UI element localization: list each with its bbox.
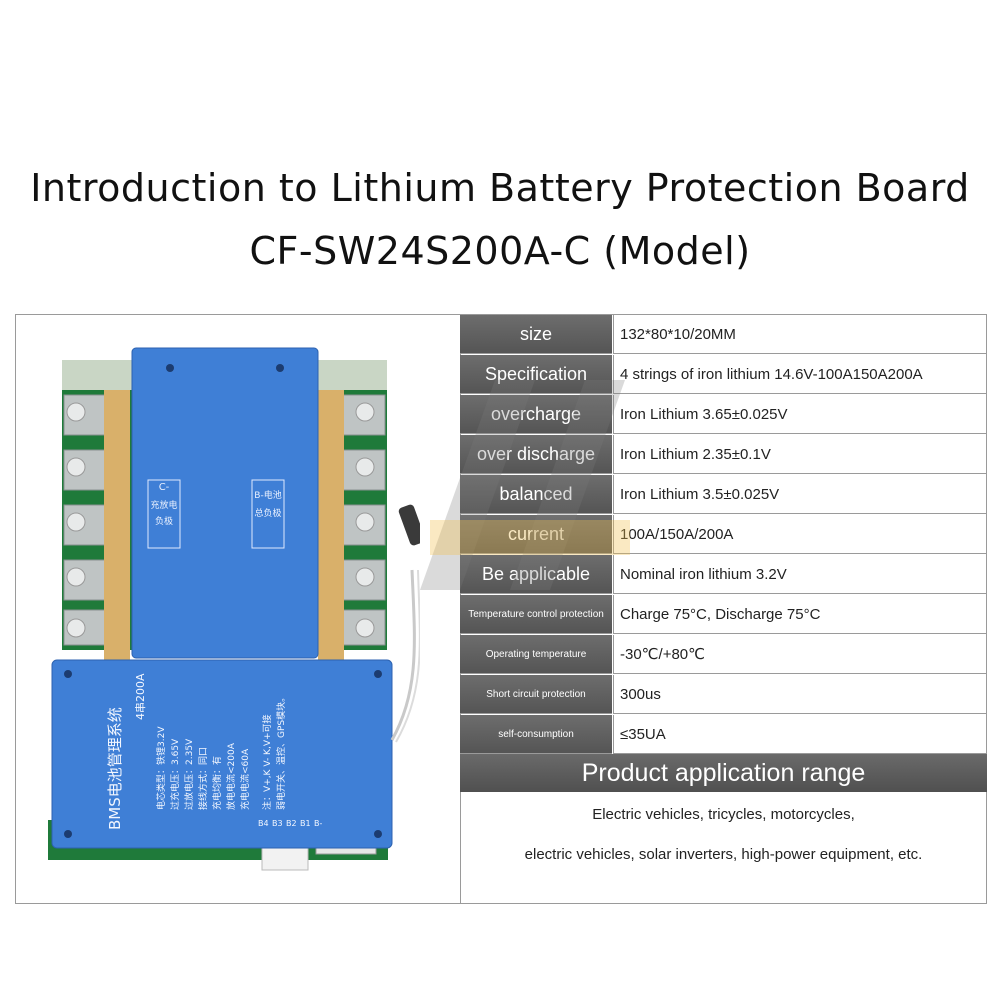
spec-row-be-applicable: Be applicable Nominal iron lithium 3.2V xyxy=(460,555,987,595)
pin-label-b3: B3 xyxy=(272,819,283,828)
sensor-wire xyxy=(390,569,416,741)
spec-value: 132*80*10/20MM xyxy=(613,315,987,354)
spec-value: Nominal iron lithium 3.2V xyxy=(613,555,987,594)
spec-row-balanced: balanced Iron Lithium 3.5±0.025V xyxy=(460,475,987,515)
spec-value: Iron Lithium 3.5±0.025V xyxy=(613,475,987,514)
application-line-2: electric vehicles, solar inverters, high… xyxy=(524,846,923,863)
spec-value: ≤35UA xyxy=(613,715,987,754)
spec-label: self-consumption xyxy=(460,715,612,754)
pin-label-bminus: B- xyxy=(314,819,322,828)
board-note-1: 注：V+,K V- K,V+可接 xyxy=(261,714,273,810)
spec-label: Temperature control protection xyxy=(460,595,612,634)
spec-value: -30℃/+80℃ xyxy=(613,635,987,674)
spec-row-temperature-control: Temperature control protection Charge 75… xyxy=(460,595,987,635)
spec-row-current: current 100A/150A/200A xyxy=(460,515,987,555)
spec-label: balanced xyxy=(460,475,612,514)
spec-row-size: size 132*80*10/20MM xyxy=(460,315,987,355)
pin-label-b2: B2 xyxy=(286,819,297,828)
application-heading: Product application range xyxy=(460,754,987,792)
spec-label: Specification xyxy=(460,355,612,394)
spec-row-short-circuit: Short circuit protection 300us xyxy=(460,675,987,715)
board-label-c-desc: 充放电 xyxy=(150,499,177,511)
board-spec-5: 放电电流<200A xyxy=(225,742,237,810)
board-label-c-minus: C- xyxy=(159,482,170,493)
board-spec-2: 过放电压：2.35V xyxy=(183,738,195,810)
spec-label: current xyxy=(460,515,612,554)
spec-label: size xyxy=(460,315,612,354)
board-main-title: BMS电池管理系统 xyxy=(106,707,124,830)
spec-value: 100A/150A/200A xyxy=(613,515,987,554)
spec-row-specification: Specification 4 strings of iron lithium … xyxy=(460,355,987,395)
pin-label-b4: B4 xyxy=(258,819,269,828)
board-label-c-desc2: 负极 xyxy=(155,515,173,527)
application-line-1: Electric vehicles, tricycles, motorcycle… xyxy=(592,806,855,823)
spec-label: overcharge xyxy=(460,395,612,434)
board-spec-1: 过充电压：3.65V xyxy=(169,738,181,810)
board-note-2: 弱电开关、温控、GPS模块。 xyxy=(275,693,287,810)
page-title-line-2: CF-SW24S200A-C (Model) xyxy=(249,229,751,273)
pin-label-b1: B1 xyxy=(300,819,311,828)
spec-row-operating-temperature: Operating temperature -30℃/+80℃ xyxy=(460,635,987,675)
spec-row-self-consumption: self-consumption ≤35UA xyxy=(460,715,987,755)
spec-value: Iron Lithium 2.35±0.1V xyxy=(613,435,987,474)
board-model: 4串200A xyxy=(134,673,147,720)
board-label-b-desc: 总负极 xyxy=(254,507,281,519)
bms-board-image: C- 充放电 负极 B-电池 总负极 BMS电池管理系统 4串200A 电芯类型… xyxy=(48,347,420,871)
board-spec-4: 充电均衡：有 xyxy=(211,756,223,810)
spec-row-overcharge: overcharge Iron Lithium 3.65±0.025V xyxy=(460,395,987,435)
board-spec-0: 电芯类型：铁锂3.2V xyxy=(155,726,167,810)
spec-label: Short circuit protection xyxy=(460,675,612,714)
spec-value: 300us xyxy=(613,675,987,714)
board-spec-6: 充电电流<60A xyxy=(239,748,251,810)
spec-value: Charge 75°C, Discharge 75°C xyxy=(613,595,987,634)
spec-label: Operating temperature xyxy=(460,635,612,674)
spec-value: 4 strings of iron lithium 14.6V-100A150A… xyxy=(613,355,987,394)
board-spec-3: 接线方式：同口 xyxy=(197,747,209,810)
spec-row-over-discharge: over discharge Iron Lithium 2.35±0.1V xyxy=(460,435,987,475)
spec-label: over discharge xyxy=(460,435,612,474)
spec-value: Iron Lithium 3.65±0.025V xyxy=(613,395,987,434)
board-label-b-minus: B-电池 xyxy=(254,489,281,501)
page-title-line-1: Introduction to Lithium Battery Protecti… xyxy=(30,166,970,210)
temperature-sensor-probe xyxy=(398,504,420,546)
spec-label: Be applicable xyxy=(460,555,612,594)
